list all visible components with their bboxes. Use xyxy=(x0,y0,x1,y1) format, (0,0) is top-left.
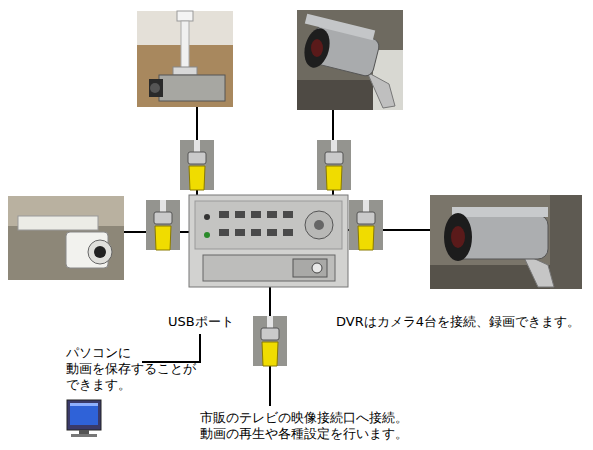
ceiling-camera-photo-part xyxy=(149,79,163,97)
note-text: DVRはカメラ4台を接続、録画できます。 xyxy=(336,314,580,330)
bnc-connector-photo-part xyxy=(253,316,287,366)
dvr-photo-part xyxy=(305,211,333,239)
bnc-connector-photo-part xyxy=(267,316,273,328)
dvr-photo-part-part xyxy=(235,211,245,218)
bnc-connector-photo-part xyxy=(146,200,180,250)
bullet-camera-photo-part xyxy=(451,226,465,248)
mini-camera-photo-part xyxy=(8,196,124,280)
computer-icon-part xyxy=(67,400,101,430)
note-text: 市販のテレビの映像接続口へ接続。 動画の再生や各種設定を行います。 xyxy=(200,410,425,442)
bnc-connector-photo-part xyxy=(180,140,214,190)
bullet-camera-photo-part xyxy=(430,195,582,289)
wires-part xyxy=(180,231,189,233)
bnc-connector-photo-part xyxy=(188,152,206,164)
dvr-photo-part-part xyxy=(251,211,261,218)
bnc-connector-photo-part xyxy=(326,166,342,190)
wires-part xyxy=(269,366,271,406)
bnc-connector-photo xyxy=(146,200,180,250)
bullet-camera-photo xyxy=(430,195,582,289)
bullet-camera-photo-part xyxy=(305,14,375,41)
bnc-connector-photo-part xyxy=(194,140,200,152)
note-text: パソコンに 動画を保存することが できます。 xyxy=(66,345,216,393)
bnc-connector-photo-part xyxy=(189,166,205,190)
ceiling-camera-photo-part xyxy=(159,75,225,101)
wires-part xyxy=(196,107,198,140)
dvr-photo-part xyxy=(219,211,293,236)
computer-icon-part xyxy=(71,434,97,437)
bnc-connector-photo-part xyxy=(262,342,278,366)
bnc-connector-photo-part xyxy=(363,200,369,212)
dvr-photo-part-part xyxy=(235,229,245,236)
dvr-photo-part xyxy=(189,195,348,287)
ceiling-camera-photo-part xyxy=(177,11,193,21)
mini-camera-photo-part xyxy=(18,216,98,230)
wires-part xyxy=(124,231,146,233)
bnc-connector-photo-part xyxy=(358,226,374,250)
bnc-connector-photo-part xyxy=(331,140,337,152)
dvr-photo-part-part xyxy=(251,229,261,236)
wires-part xyxy=(196,190,198,195)
computer-icon-part xyxy=(70,403,98,425)
dvr-photo-part-part xyxy=(283,229,293,236)
ceiling-camera-photo-part xyxy=(173,67,197,75)
bullet-camera-photo-part xyxy=(452,207,548,217)
dvr-photo xyxy=(189,195,348,287)
computer-icon-part xyxy=(70,403,98,406)
dvr-photo-part xyxy=(314,220,324,230)
wires-part xyxy=(332,190,334,195)
mini-camera-photo-part xyxy=(94,246,106,258)
bullet-camera-photo-part xyxy=(311,39,323,57)
dvr-photo-part xyxy=(195,201,342,249)
mini-camera-photo-part xyxy=(88,240,112,264)
ceiling-camera-photo-part xyxy=(137,11,233,107)
bnc-connector-photo xyxy=(180,140,214,190)
bnc-connector-photo xyxy=(317,140,351,190)
bullet-camera-photo xyxy=(297,10,403,110)
bnc-connector-photo xyxy=(349,200,383,250)
bullet-camera-photo-part xyxy=(550,195,582,289)
bnc-connector-photo-part xyxy=(160,200,166,212)
bnc-connector-photo-part xyxy=(325,152,343,164)
ceiling-camera-photo xyxy=(137,11,233,107)
bnc-connector-photo-part xyxy=(261,328,279,340)
bnc-connector-photo xyxy=(253,316,287,366)
dvr-photo-part-part xyxy=(283,211,293,218)
port-label: USBポート xyxy=(168,314,234,330)
dvr-photo-part-part xyxy=(267,211,277,218)
dvr-photo-part xyxy=(204,214,210,220)
wires-part xyxy=(269,287,271,316)
dvr-photo-part-part xyxy=(267,229,277,236)
wires-part xyxy=(383,229,430,231)
dvr-photo-part-part xyxy=(219,211,229,218)
dvr-photo-part xyxy=(312,263,322,273)
ceiling-camera-photo-part xyxy=(181,21,189,69)
bnc-connector-photo-part xyxy=(317,140,351,190)
bnc-connector-photo-part xyxy=(357,212,375,224)
computer-icon-part xyxy=(79,430,89,434)
bullet-camera-photo-part xyxy=(301,26,334,71)
computer-icon xyxy=(67,400,101,437)
bullet-camera-photo-part xyxy=(297,10,403,110)
dvr-photo-part xyxy=(203,255,335,281)
dvr-photo-part xyxy=(293,259,327,277)
wires-part xyxy=(142,334,200,362)
ceiling-camera-photo-part xyxy=(150,83,160,93)
bullet-camera-photo-part xyxy=(367,72,395,108)
mini-camera-photo xyxy=(8,196,124,280)
bnc-connector-photo-part xyxy=(155,226,171,250)
dvr-photo-part xyxy=(204,232,210,238)
wires-part xyxy=(332,110,334,140)
dvr-photo-part-part xyxy=(219,229,229,236)
bnc-connector-photo-part xyxy=(154,212,172,224)
bullet-camera-photo-part xyxy=(444,213,472,261)
bnc-connector-photo-part xyxy=(349,200,383,250)
